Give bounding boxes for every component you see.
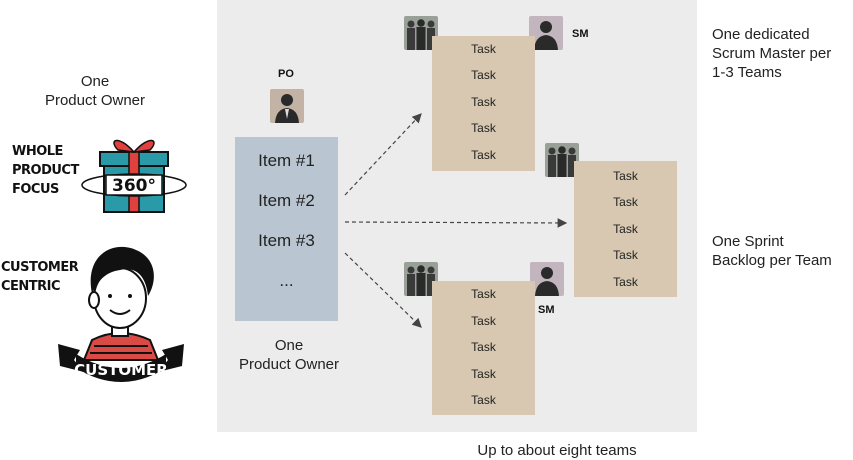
task-item: Task [613,275,638,289]
product-backlog: Item #1 Item #2 Item #3 ... [235,137,338,321]
task-item: Task [471,367,496,381]
backlog-item: Item #3 [258,231,315,250]
team-1-sm-label: SM [572,28,589,40]
scrum-master-note-line3: 1-3 Teams [712,64,782,81]
team-1-icon [404,16,438,50]
team-1-sprint-backlog: Task Task Task Task Task [432,36,535,171]
whole-product-focus-text: WHOLE PRODUCT FOCUS [12,142,79,199]
left-po-label-line1: One [80,73,110,90]
task-item: Task [471,68,496,82]
task-item: Task [613,169,638,183]
task-item: Task [471,121,496,135]
po-tag: PO [278,68,294,80]
task-item: Task [471,95,496,109]
task-item: Task [471,148,496,162]
customer-banner-text: CUSTOMER [74,361,168,379]
sprint-backlog-note: One Sprint Backlog per Team [712,232,853,270]
customer-text-line1: CUSTOMER [1,260,79,275]
arrow-to-team-1 [344,113,422,196]
gift-badge-text: 360° [112,176,156,196]
task-item: Task [613,248,638,262]
task-item: Task [471,393,496,407]
task-item: Task [471,314,496,328]
team-2-sprint-backlog: Task Task Task Task Task [574,161,677,297]
customer-text-line2: CENTRIC [1,279,61,294]
task-item: Task [613,222,638,236]
arrow-to-team-2 [344,218,568,228]
task-item: Task [613,195,638,209]
sprint-backlog-note-line1: One Sprint [712,233,784,250]
product-owner-avatar [270,89,304,123]
sprint-backlog-note-line2: Backlog per Team [712,252,832,269]
team-3-scrum-master-avatar [530,262,564,296]
scrum-master-note-line1: One dedicated [712,26,810,43]
left-po-label: One Product Owner [25,72,165,110]
task-item: Task [471,340,496,354]
task-item: Task [471,42,496,56]
focus-text-line2: PRODUCT [12,163,79,178]
scrum-master-note: One dedicated Scrum Master per 1-3 Teams [712,25,853,82]
po-caption-line2: Product Owner [238,356,340,373]
team-3-sprint-backlog: Task Task Task Task Task [432,281,535,415]
arrow-to-team-3 [344,252,422,328]
backlog-item: Item #1 [258,151,315,170]
team-2-icon [545,143,579,177]
backlog-item: ... [279,271,294,290]
focus-text-line3: FOCUS [12,182,59,197]
customer-icon: CUSTOMER [58,246,184,382]
backlog-item: Item #2 [258,191,315,210]
po-caption-line1: One [274,337,304,354]
gift-360-icon: 360° [81,139,187,213]
team-3-sm-label: SM [538,304,555,316]
customer-centric-text: CUSTOMER CENTRIC [1,258,81,296]
scrum-master-note-line2: Scrum Master per [712,45,832,62]
left-po-label-line2: Product Owner [44,92,146,109]
task-item: Task [471,287,496,301]
focus-text-line1: WHOLE [12,144,63,159]
footer-caption: Up to about eight teams [477,442,637,459]
po-caption: One Product Owner [219,336,359,374]
